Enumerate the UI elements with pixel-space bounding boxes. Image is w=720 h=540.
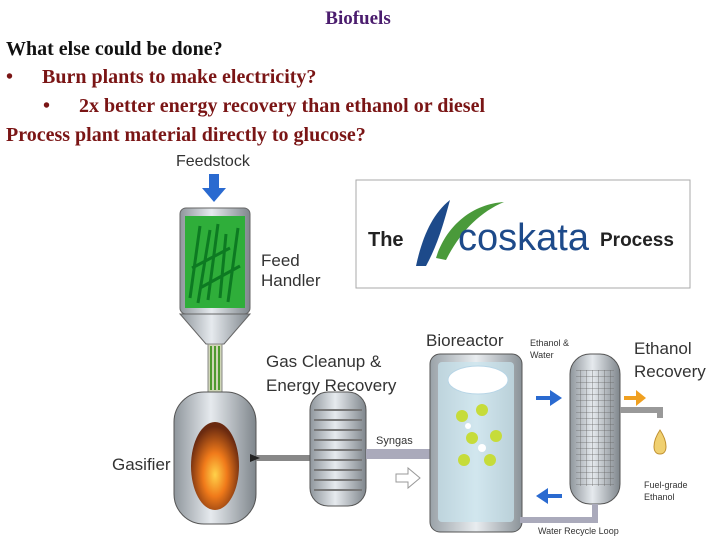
feed-tube-fill: [210, 346, 220, 390]
coskata-leaf-icon: [436, 202, 504, 260]
feed-handler-funnel: [178, 313, 252, 345]
gas-cleanup-label-1: Gas Cleanup &: [266, 352, 382, 371]
bullet-text: Burn plants to make electricity?: [42, 66, 317, 88]
gas-bubbles: [447, 365, 509, 395]
sub-bullet-energy: • 2x better energy recovery than ethanol …: [43, 95, 485, 118]
logo-coskata: coskata: [458, 217, 590, 259]
gas-cleanup-fins: [314, 409, 362, 491]
microbe: [476, 404, 488, 416]
ethanol-recovery-label-1: Ethanol: [634, 339, 692, 358]
fuel-grade-label-1: Fuel-grade: [644, 480, 688, 490]
page-title: Biofuels: [325, 8, 391, 29]
logo-process: Process: [600, 230, 674, 251]
output-pipe: [620, 407, 663, 418]
bioreactor-label: Bioreactor: [426, 331, 504, 350]
fuel-grade-label-2: Ethanol: [644, 492, 675, 502]
feedstock-arrow-icon: [202, 174, 226, 202]
feed-handler-label-2: Handler: [261, 271, 321, 290]
bullet-burn-plants: • Burn plants to make electricity?: [6, 66, 316, 89]
logo-box: [355, 179, 691, 289]
process-glucose-line: Process plant material directly to gluco…: [6, 124, 366, 146]
bubble: [465, 423, 471, 429]
microbe: [484, 454, 496, 466]
output-arrow-icon: [624, 390, 646, 406]
gas-cleanup-label-2: Energy Recovery: [266, 376, 397, 395]
pipe-arrow-icon: [250, 454, 260, 462]
gasifier-flame: [191, 422, 239, 510]
coskata-process-diagram: Feedstock Feed Handler Gasifier Gas Clea…: [112, 153, 706, 536]
question-line: What else could be done?: [6, 38, 223, 60]
microbe: [456, 410, 468, 422]
recycle-arrow-icon: [536, 488, 562, 504]
microbe: [490, 430, 502, 442]
microbe: [466, 432, 478, 444]
bullet-text: 2x better energy recovery than ethanol o…: [79, 95, 486, 117]
ethanol-water-label-1: Ethanol &: [530, 338, 569, 348]
logo-the: The: [368, 229, 404, 251]
ethanol-recovery-label-2: Recovery: [634, 362, 706, 381]
bubble: [478, 444, 486, 452]
ethanol-drop-icon: [653, 429, 667, 455]
ethanol-water-label-2: Water: [530, 350, 554, 360]
feedstock-label: Feedstock: [176, 153, 251, 170]
syngas-label: Syngas: [376, 435, 413, 447]
feed-handler-label-1: Feed: [261, 251, 300, 270]
gasifier-label: Gasifier: [112, 455, 171, 474]
bullet-marker: •: [43, 95, 51, 117]
syngas-arrow-icon: [395, 466, 421, 490]
microbe: [458, 454, 470, 466]
column-mesh: [576, 370, 614, 486]
coskata-swoosh-icon: [416, 200, 450, 266]
water-recycle-pipe: [520, 504, 598, 523]
water-recycle-label: Water Recycle Loop: [538, 526, 619, 536]
to-recovery-arrow-icon: [536, 390, 562, 406]
grass-strands-icon: [188, 223, 241, 304]
bullet-marker: •: [6, 66, 14, 88]
